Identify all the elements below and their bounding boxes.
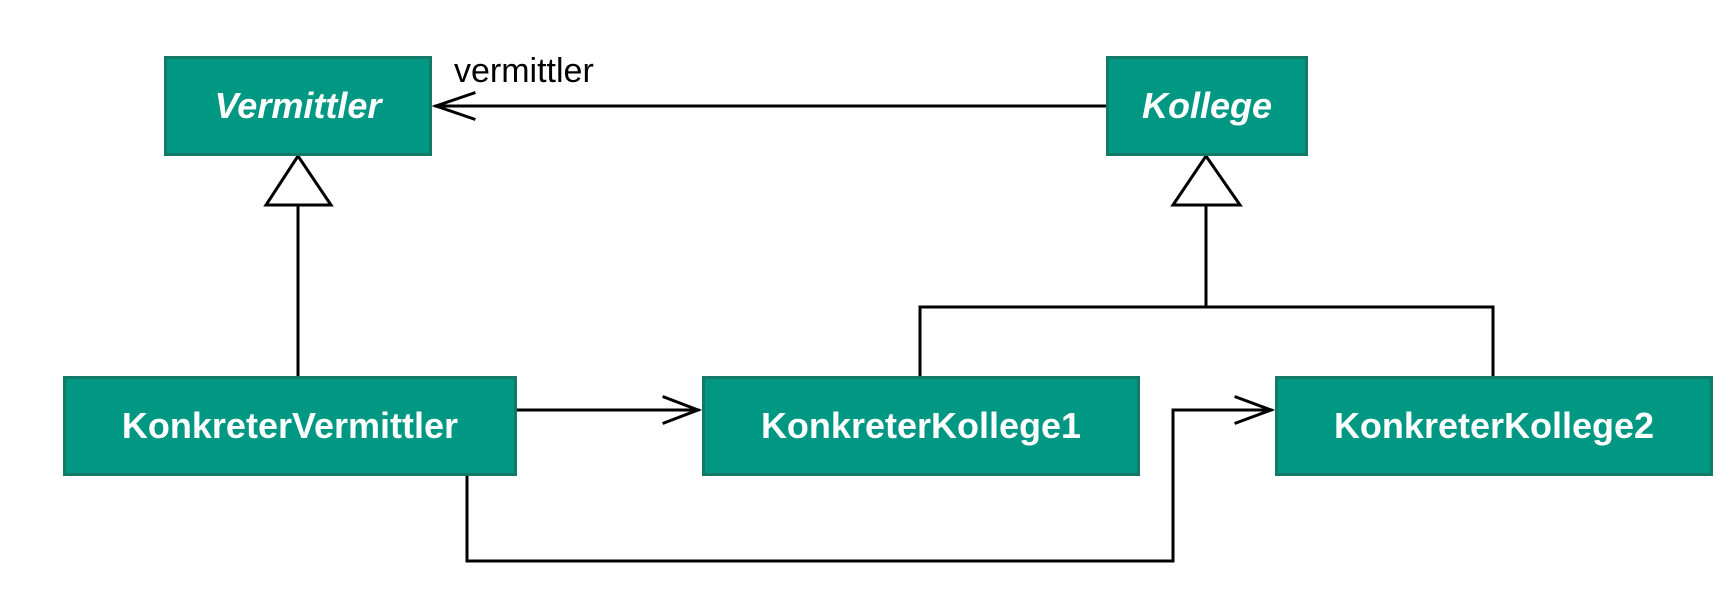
- class-konkreter-kollege1[interactable]: KonkreterKollege1: [702, 376, 1140, 476]
- class-name-konkreter-kollege1: KonkreterKollege1: [760, 405, 1082, 446]
- class-name-konkreter-vermittler: KonkreterVermittler: [121, 405, 459, 446]
- generalization-triangle-kollege: [1170, 153, 1243, 207]
- open-arrowhead-kk2: [1234, 395, 1276, 425]
- class-name-vermittler: Vermittler: [214, 85, 382, 126]
- class-konkreter-vermittler[interactable]: KonkreterVermittler: [63, 376, 517, 476]
- class-name-konkreter-kollege2: KonkreterKollege2: [1333, 405, 1655, 446]
- open-arrowhead-vermittler: [431, 91, 476, 121]
- association-line-kv-kk2: [465, 408, 1273, 563]
- class-konkreter-kollege2[interactable]: KonkreterKollege2: [1275, 376, 1713, 476]
- role-label-vermittler: vermittler: [454, 52, 594, 90]
- class-name-kollege: Kollege: [1141, 85, 1273, 126]
- open-arrowhead-kk1: [662, 395, 703, 425]
- class-kollege[interactable]: Kollege: [1106, 56, 1308, 156]
- generalization-triangle-vermittler: [263, 153, 334, 207]
- class-vermittler[interactable]: Vermittler: [164, 56, 432, 156]
